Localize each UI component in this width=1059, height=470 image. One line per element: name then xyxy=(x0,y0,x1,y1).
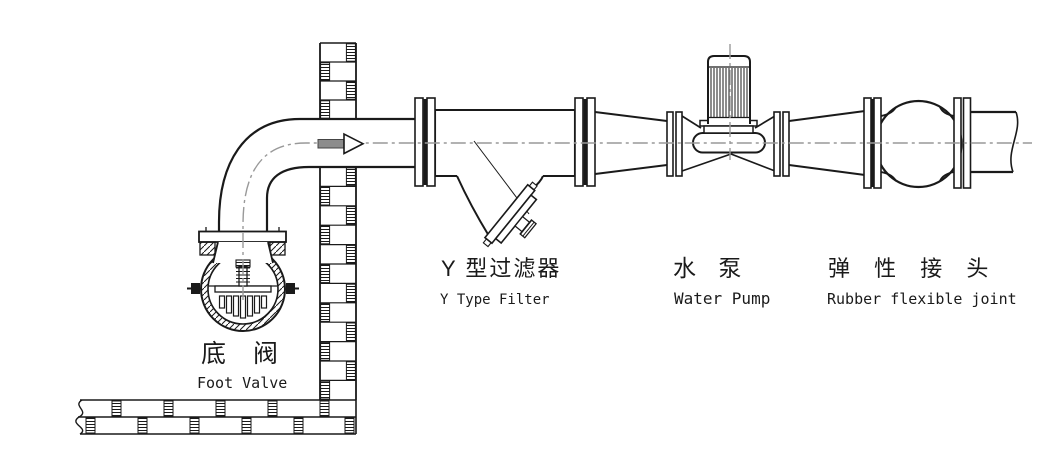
flange-pair-filter-inlet xyxy=(414,97,436,187)
brick-wall xyxy=(319,42,357,400)
motor-base-flange xyxy=(703,125,754,134)
flange-hub-left xyxy=(199,241,216,256)
pump-casing-cones xyxy=(681,115,776,172)
gasket xyxy=(423,99,427,185)
water-pump xyxy=(681,55,776,172)
discharge-expander xyxy=(788,110,866,176)
label-rubber-flexible-joint-zh: 弹 性 接 头 xyxy=(828,256,997,281)
pipe-break-symbol xyxy=(1010,111,1019,173)
label-rubber-flexible-joint-en: Rubber flexible joint xyxy=(827,290,1017,308)
label-foot-valve-zh: 底 阀 xyxy=(201,340,288,368)
brick-floor xyxy=(75,399,357,435)
reducer-cones xyxy=(594,110,866,176)
pipe-centerline xyxy=(242,44,1032,300)
label-y-type-filter-en: Y Type Filter xyxy=(440,292,550,308)
suction-pipe-elbow xyxy=(217,117,417,233)
strainer-slots xyxy=(218,295,268,319)
arrow-shaft xyxy=(317,139,345,149)
drain-plug-cap xyxy=(519,219,538,239)
flow-direction-arrow xyxy=(317,132,365,155)
side-bolt-right xyxy=(286,283,295,294)
gasket xyxy=(583,99,587,185)
label-foot-valve-en: Foot Valve xyxy=(197,374,287,392)
filter-branch-left-edge xyxy=(456,175,490,237)
label-water-pump-zh: 水 泵 xyxy=(673,255,749,281)
filter-drain-cap xyxy=(482,181,538,248)
flange-hub-right xyxy=(269,241,286,256)
pump-volute xyxy=(692,132,766,154)
main-centerline xyxy=(242,142,1032,300)
flange-pair-pump-inlet xyxy=(666,111,683,177)
label-water-pump-en: Water Pump xyxy=(674,289,770,308)
suction-reducer xyxy=(594,111,668,175)
label-y-type-filter-zh: Y 型过滤器 xyxy=(441,256,561,281)
arrow-head xyxy=(343,132,365,155)
flange-pair-pump-outlet xyxy=(773,111,790,177)
discharge-pipe xyxy=(970,110,1019,174)
side-bolt-left xyxy=(191,283,200,294)
flange-pair-filter-outlet xyxy=(574,97,596,187)
bulb-necks xyxy=(880,106,955,182)
floor-break-line xyxy=(75,399,84,435)
y-type-filter xyxy=(433,108,577,248)
motor-cooling-fins xyxy=(710,68,748,117)
